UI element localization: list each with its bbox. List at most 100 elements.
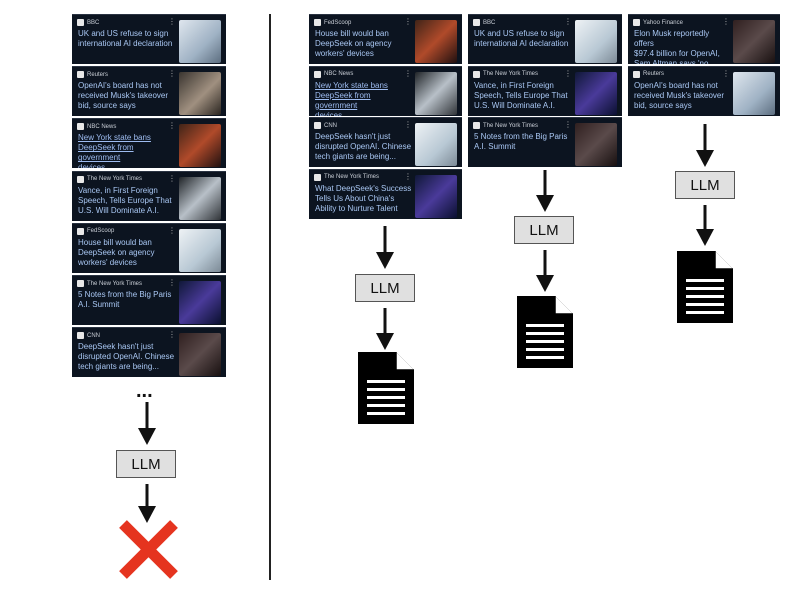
- news-card[interactable]: CNN⋮DeepSeek hasn't just disrupted OpenA…: [72, 327, 226, 378]
- more-options-icon[interactable]: ⋮: [404, 17, 412, 26]
- news-card[interactable]: FedScoop⋮House bill would ban DeepSeek o…: [72, 222, 226, 273]
- news-thumbnail: [733, 71, 775, 115]
- document-icon-group1: [357, 351, 415, 425]
- news-card[interactable]: NBC News ⋮ New York state bans DeepSeek fr…: [309, 65, 462, 116]
- news-source: Reuters: [77, 71, 109, 79]
- source-logo-icon: [314, 173, 321, 181]
- source-logo-icon: [77, 175, 84, 183]
- arrow-left-2: [138, 484, 156, 523]
- news-card[interactable]: BBC ⋮ UK and US refuse to sign internation…: [72, 14, 226, 64]
- news-headline[interactable]: New York state bans DeepSeek from govern…: [78, 133, 151, 169]
- news-source: Reuters: [633, 70, 665, 78]
- llm-box-left: LLM: [116, 450, 176, 478]
- news-thumbnail: [179, 176, 221, 220]
- news-headline: House bill would ban DeepSeek on agency …: [315, 29, 392, 58]
- news-thumbnail: [575, 71, 617, 115]
- more-options-icon[interactable]: ⋮: [168, 69, 176, 79]
- news-card[interactable]: The New York Times ⋮ Vance, in First Forei…: [468, 65, 622, 116]
- divider-line: [269, 14, 271, 580]
- source-logo-icon: [77, 227, 84, 235]
- news-card[interactable]: Reuters ⋮ OpenAI's board has not received …: [628, 65, 780, 116]
- news-thumbnail: [179, 20, 221, 63]
- more-options-icon[interactable]: ⋮: [404, 171, 412, 181]
- news-source: BBC: [473, 19, 495, 26]
- news-card[interactable]: Yahoo Finance ⋮Elon Musk reportedly offer…: [628, 14, 780, 64]
- news-headline: What DeepSeek's Success Tells Us About C…: [315, 183, 412, 213]
- news-source-label: Reuters: [87, 71, 109, 78]
- more-options-icon[interactable]: ⋮: [168, 278, 176, 287]
- more-options-icon[interactable]: ⋮: [168, 17, 176, 26]
- more-options-icon[interactable]: ⋮: [564, 68, 572, 78]
- news-source-label: NBC News: [324, 71, 354, 77]
- news-headline: Vance, in First Foreign Speech, Tells Eu…: [474, 80, 568, 110]
- more-options-icon[interactable]: ⋮: [168, 173, 176, 183]
- news-card[interactable]: Reuters ⋮ OpenAI's board has not received …: [72, 66, 226, 117]
- news-headline: Elon Musk reportedly offers $97.4 billio…: [634, 29, 720, 64]
- source-logo-icon: [77, 280, 84, 287]
- news-headline: UK and US refuse to sign international A…: [474, 29, 569, 48]
- llm-box-group1: LLM: [355, 274, 415, 302]
- source-logo-icon: [77, 123, 84, 131]
- news-headline: OpenAI's board has not received Musk's t…: [634, 80, 725, 110]
- news-thumbnail: [179, 333, 221, 377]
- news-source: CNN: [314, 122, 337, 129]
- news-thumbnail: [415, 20, 457, 63]
- source-logo-icon: [633, 19, 640, 26]
- source-logo-icon: [314, 122, 321, 129]
- news-headline: House bill would ban DeepSeek on agency …: [78, 237, 155, 267]
- news-source-label: The New York Times: [87, 176, 143, 183]
- arrow-left-1: [138, 402, 156, 445]
- more-options-icon[interactable]: ⋮: [564, 120, 572, 129]
- news-headline: 5 Notes from the Big Paris A.I. Summit: [474, 132, 568, 151]
- news-source-label: FedScoop: [324, 19, 352, 26]
- news-headline[interactable]: New York state bans DeepSeek from govern…: [315, 80, 388, 116]
- news-source-label: The New York Times: [324, 174, 380, 180]
- news-card[interactable]: The New York Times ⋮ Vance, in First Forei…: [72, 170, 226, 221]
- more-options-icon[interactable]: ⋮: [564, 17, 572, 26]
- news-source-label: CNN: [324, 122, 337, 129]
- news-headline: UK and US refuse to sign international A…: [78, 29, 173, 48]
- more-options-icon[interactable]: ⋮: [168, 330, 176, 340]
- news-card[interactable]: The New York Times ⋮ What DeepSeek's Succe…: [309, 168, 462, 219]
- news-source-label: The New York Times: [483, 122, 539, 129]
- arrow-group1-2: [376, 308, 394, 350]
- news-source-label: The New York Times: [483, 71, 539, 77]
- news-source-label: BBC: [87, 19, 100, 26]
- news-thumbnail: [179, 281, 221, 324]
- news-card[interactable]: CNN⋮DeepSeek hasn't just disrupted OpenA…: [309, 117, 462, 167]
- llm-box-group3: LLM: [675, 171, 735, 199]
- news-source: The New York Times: [473, 70, 539, 78]
- more-options-icon[interactable]: ⋮: [404, 68, 412, 78]
- news-headline: OpenAI's board has not received Musk's t…: [78, 81, 169, 111]
- source-logo-icon: [314, 19, 321, 26]
- news-source: NBC News: [77, 123, 117, 131]
- news-thumbnail: [415, 123, 457, 166]
- more-options-icon[interactable]: ⋮: [404, 120, 412, 129]
- more-options-icon[interactable]: ⋮: [168, 225, 176, 235]
- news-card[interactable]: FedScoop ⋮ House bill would ban DeepSeek o…: [309, 14, 462, 64]
- more-options-icon[interactable]: ⋮: [722, 68, 730, 78]
- news-source: Yahoo Finance: [633, 19, 683, 26]
- arrow-group2-2: [536, 250, 554, 292]
- news-card[interactable]: NBC News ⋮ New York state bans DeepSeek fr…: [72, 118, 226, 169]
- news-card[interactable]: BBC ⋮ UK and US refuse to sign internation…: [468, 14, 622, 64]
- source-logo-icon: [314, 70, 321, 78]
- news-source-label: NBC News: [87, 123, 117, 130]
- news-headline: DeepSeek hasn't just disrupted OpenAI. C…: [78, 342, 175, 372]
- news-source-label: The New York Times: [87, 280, 143, 287]
- news-thumbnail: [179, 72, 221, 116]
- news-source: The New York Times: [473, 122, 538, 129]
- more-options-icon[interactable]: ⋮: [168, 121, 176, 131]
- news-source: The New York Times: [77, 175, 143, 183]
- news-source-label: Reuters: [643, 71, 665, 77]
- news-card[interactable]: The New York Times ⋮ 5 Notes from the Big …: [72, 275, 226, 325]
- news-headline: 5 Notes from the Big Paris A.I. Summit: [78, 290, 172, 309]
- news-thumbnail: [415, 174, 457, 218]
- more-options-icon[interactable]: ⋮: [722, 17, 730, 26]
- news-thumbnail: [179, 228, 221, 272]
- arrow-group3-1: [696, 124, 714, 167]
- news-headline: Vance, in First Foreign Speech, Tells Eu…: [78, 185, 172, 215]
- news-source-label: Yahoo Finance: [643, 19, 683, 26]
- news-card[interactable]: The New York Times ⋮ 5 Notes from the Big …: [468, 117, 622, 167]
